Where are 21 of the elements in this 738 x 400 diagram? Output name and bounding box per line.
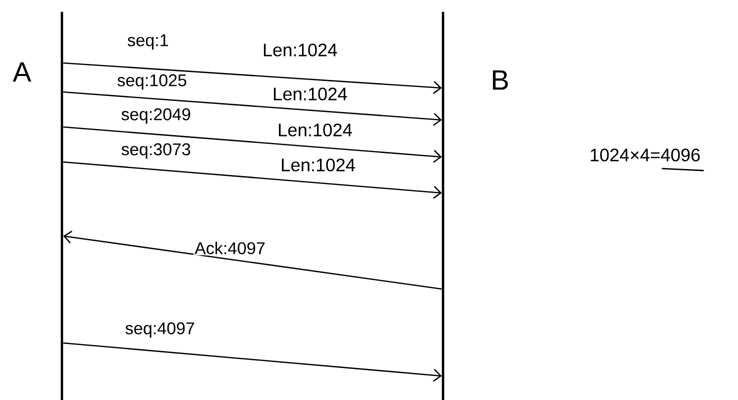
host-label: B: [492, 70, 508, 90]
edge-label: seq:1025: [116, 73, 188, 91]
length-label: Len:1024: [278, 124, 352, 136]
edge-label: seq:1: [126, 33, 170, 51]
arrow: [63, 91, 442, 126]
arrow: [63, 342, 442, 382]
arrow: [63, 161, 442, 199]
host-label: A: [12, 62, 32, 82]
edge-label: seq:3073: [120, 142, 192, 160]
length-label: Len:1024: [264, 44, 337, 56]
edge-label: Ack:4097: [194, 240, 266, 256]
arrow: [63, 126, 442, 163]
length-label: Len:1024: [282, 158, 355, 172]
edge-label: seq:2049: [120, 107, 192, 125]
edge-label: seq:4097: [124, 321, 196, 339]
timeline-bar: [60, 12, 64, 400]
arrow: [63, 230, 442, 290]
timeline-bar: [442, 12, 444, 400]
arrow: [63, 62, 442, 94]
length-label: Len:1024: [274, 88, 347, 100]
equation-label: 1024×4=4096: [590, 148, 700, 162]
